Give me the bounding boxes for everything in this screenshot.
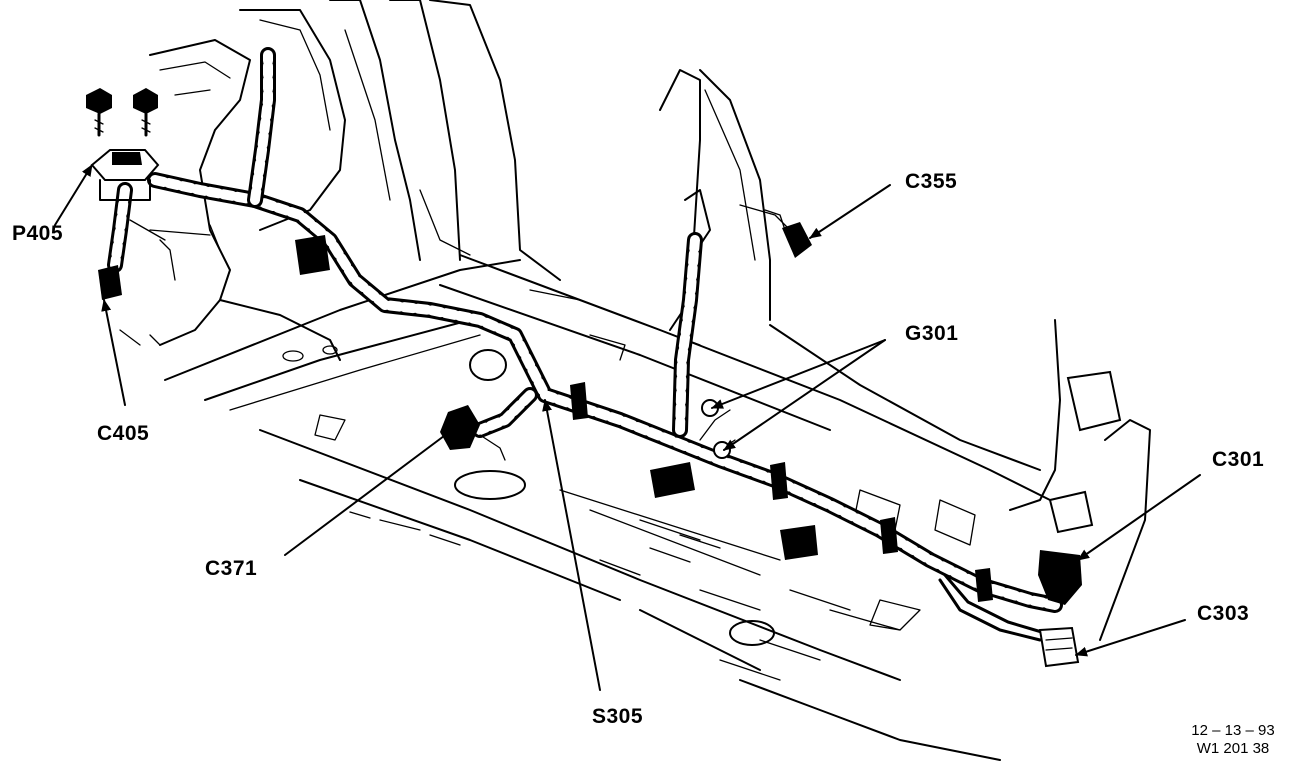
vehicle-body-structure [119, 0, 1151, 761]
callout-g301: G301 [905, 322, 959, 345]
stamp-code: W1 201 38 [1196, 740, 1270, 757]
figure-stamp: 12 – 13 – 93 W1 201 38 [1180, 722, 1286, 758]
callout-c303: C303 [1197, 602, 1250, 625]
leader-c405 [101, 299, 126, 406]
callout-c371: C371 [205, 557, 258, 580]
callout-leaders [54, 164, 1201, 691]
leader-g301-a [711, 339, 886, 409]
callout-c355: C355 [905, 170, 958, 193]
harness-clips [295, 235, 993, 602]
callout-c405: C405 [97, 422, 150, 445]
c355-connector [764, 209, 812, 258]
c405-connector [98, 265, 122, 300]
leader-c355 [809, 184, 891, 239]
wiring-harness [107, 47, 1063, 642]
p405-connector [90, 149, 160, 201]
leader-c371 [284, 429, 453, 556]
leader-c301 [1077, 474, 1201, 561]
leader-p405 [54, 164, 93, 226]
callout-s305: S305 [592, 705, 644, 728]
leader-g301-b [723, 339, 886, 451]
callout-c301: C301 [1212, 448, 1265, 471]
leader-s305 [542, 399, 601, 691]
stamp-date: 12 – 13 – 93 [1191, 722, 1275, 739]
leader-c303 [1075, 619, 1186, 657]
c303-connector [1038, 626, 1080, 668]
callout-p405: P405 [12, 222, 64, 245]
c301-connector [1038, 550, 1082, 605]
p405-bolts [86, 88, 158, 137]
